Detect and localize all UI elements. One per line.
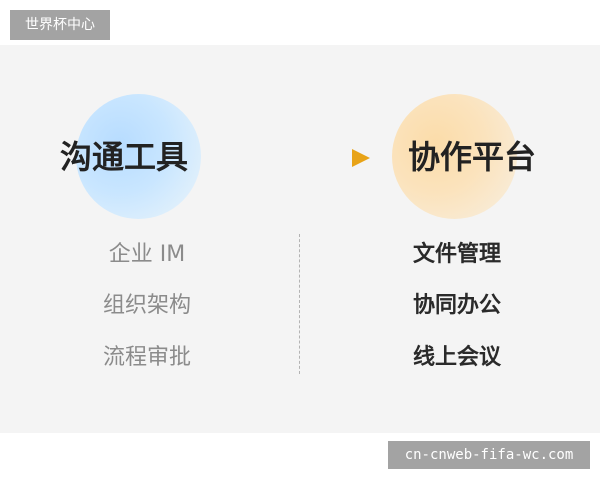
arrow-head [352,149,370,167]
to-circle [392,94,517,219]
from-item-2: 组织架构 [102,293,191,318]
column-divider [299,234,300,374]
transition-arrow-icon [229,149,370,167]
to-title: 协作平台 [408,138,537,176]
to-item-2: 协同办公 [412,293,501,318]
header-badge: 世界杯中心 [10,10,110,40]
from-item-3: 流程审批 [102,345,191,370]
from-circle [76,94,201,219]
to-item-3: 线上会议 [412,345,501,370]
watermark-badge: cn-cnweb-fifa-wc.com [388,441,590,469]
from-title: 沟通工具 [60,138,189,176]
to-item-1: 文件管理 [412,242,501,267]
diagram-panel [0,45,600,433]
from-item-1: 企业 IM [108,242,186,267]
